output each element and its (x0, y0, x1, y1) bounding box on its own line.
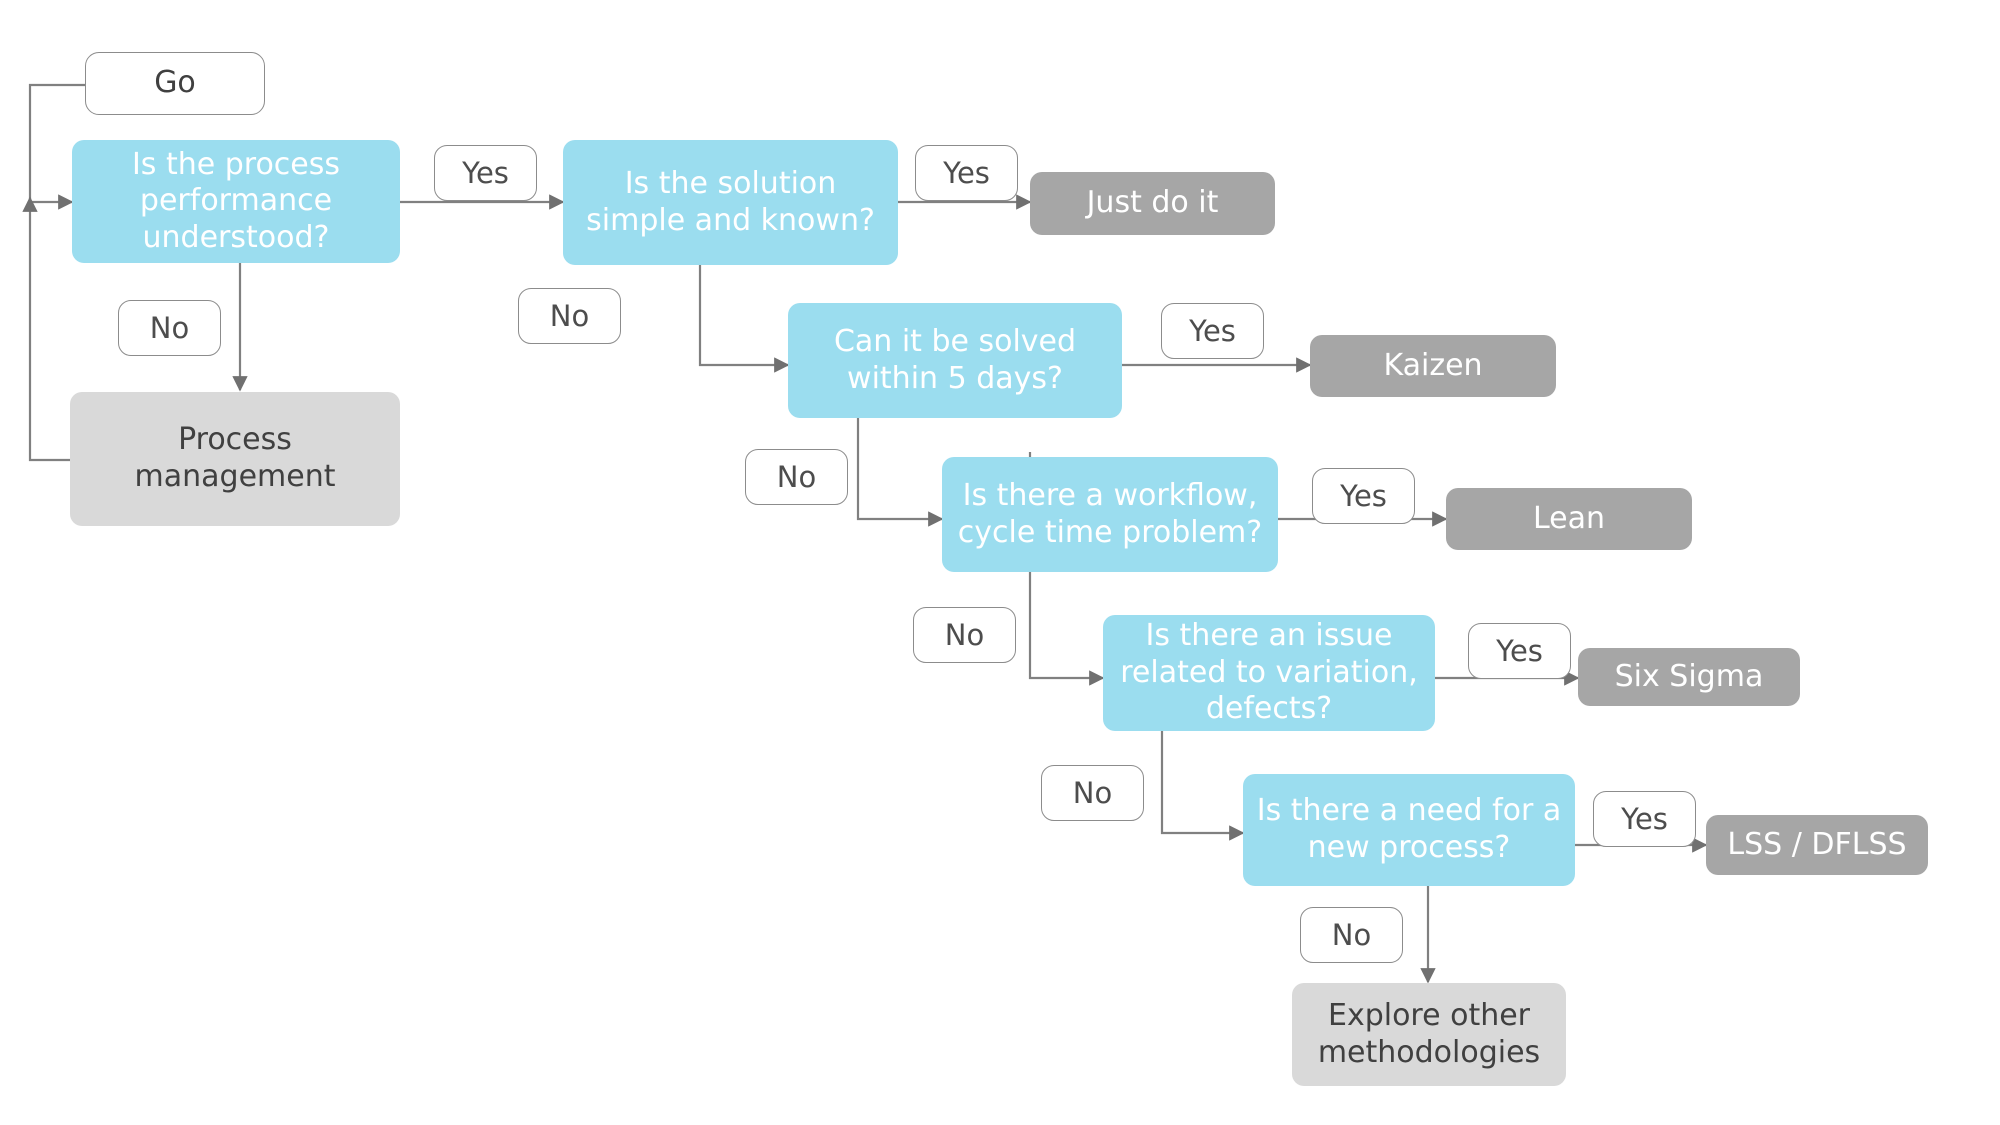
edge-d3-no-d4 (856, 418, 944, 527)
edge-label-no-3[interactable]: No (745, 449, 848, 505)
edge-d2-no-d3 (698, 265, 790, 373)
edge-label-no-4[interactable]: No (913, 607, 1016, 663)
edge-label-no-5[interactable]: No (1041, 765, 1144, 821)
node-terminal-process-management[interactable]: Process management (70, 392, 400, 526)
node-decision-five-days[interactable]: Can it be solved within 5 days? (788, 303, 1122, 418)
edge-label-yes-6[interactable]: Yes (1593, 791, 1696, 847)
node-terminal-lss-dflss[interactable]: LSS / DFLSS (1706, 815, 1928, 875)
edge-label-yes-2[interactable]: Yes (915, 145, 1018, 201)
edge-label-yes-5[interactable]: Yes (1468, 623, 1571, 679)
node-decision-solution-simple[interactable]: Is the solution simple and known? (563, 140, 898, 265)
node-terminal-lean[interactable]: Lean (1446, 488, 1692, 550)
node-terminal-just-do-it[interactable]: Just do it (1030, 172, 1275, 235)
node-decision-workflow-cycle-time[interactable]: Is there a workflow, cycle time problem? (942, 457, 1278, 572)
edge-label-yes-4[interactable]: Yes (1312, 468, 1415, 524)
edge-label-yes-1[interactable]: Yes (434, 145, 537, 201)
edge-process-mgmt-feedback (28, 240, 70, 462)
edge-label-yes-3[interactable]: Yes (1161, 303, 1264, 359)
node-terminal-six-sigma[interactable]: Six Sigma (1578, 648, 1800, 706)
node-decision-variation-defects[interactable]: Is there an issue related to variation, … (1103, 615, 1435, 731)
node-decision-process-performance[interactable]: Is the process performance understood? (72, 140, 400, 263)
edge-go-to-rail (28, 83, 85, 202)
node-terminal-explore-other[interactable]: Explore other methodologies (1292, 983, 1566, 1086)
node-decision-new-process[interactable]: Is there a need for a new process? (1243, 774, 1575, 886)
edge-label-no-6[interactable]: No (1300, 907, 1403, 963)
edge-d5-no-d6 (1160, 730, 1245, 841)
node-terminal-kaizen[interactable]: Kaizen (1310, 335, 1556, 397)
edge-label-no-1[interactable]: No (118, 300, 221, 356)
node-start-go[interactable]: Go (85, 52, 265, 115)
edge-label-no-2[interactable]: No (518, 288, 621, 344)
